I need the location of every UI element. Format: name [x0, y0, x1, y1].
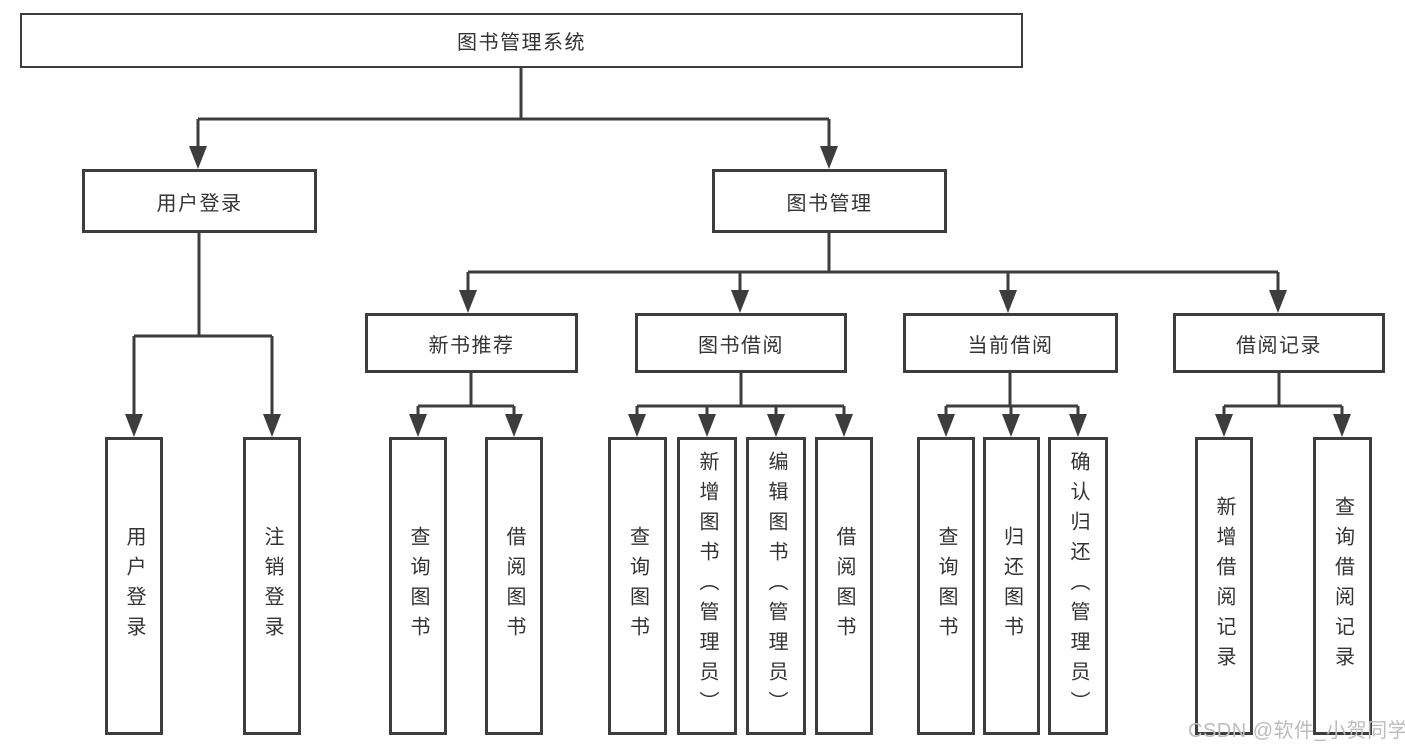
leaf-logout: 注销登录 — [243, 437, 301, 735]
leaf-newbook-borrow-books: 借阅图书 — [485, 437, 543, 735]
leaf-add-borrow-record-label: 新增借阅记录 — [1213, 496, 1235, 676]
leaf-add-book-admin: 新增图书（管理员） — [677, 437, 737, 735]
leaf-current-query-books: 查询图书 — [917, 437, 975, 735]
leaf-query-borrow-record-label: 查询借阅记录 — [1331, 496, 1354, 676]
leaf-edit-book-admin: 编辑图书（管理员） — [746, 437, 806, 735]
node-root-label: 图书管理系统 — [457, 32, 586, 54]
connector-borrow-records-children — [1222, 373, 1344, 416]
leaf-add-book-admin-label: 新增图书（管理员） — [696, 451, 718, 721]
node-current-borrow-label: 当前借阅 — [967, 334, 1054, 357]
leaf-borrow-borrow-books-label: 借阅图书 — [833, 526, 855, 646]
node-new-book-rec-label: 新书推荐 — [428, 334, 515, 357]
connector-current-borrow-children — [944, 373, 1080, 416]
leaf-user-login-label: 用户登录 — [123, 526, 145, 646]
node-user-login-label: 用户登录 — [156, 192, 243, 215]
node-book-mgmt-label: 图书管理 — [786, 192, 873, 215]
node-borrow-records: 借阅记录 — [1173, 313, 1385, 373]
leaf-confirm-return-admin-label: 确认归还（管理员） — [1067, 451, 1089, 721]
connector-new-book-children — [416, 373, 516, 416]
node-book-borrow-label: 图书借阅 — [698, 334, 784, 357]
leaf-user-login: 用户登录 — [105, 437, 163, 735]
node-book-borrow: 图书借阅 — [635, 313, 847, 373]
node-user-login: 用户登录 — [82, 169, 317, 233]
arrowheads-current-borrow-children — [937, 414, 1087, 437]
leaf-return-books: 归还图书 — [983, 437, 1040, 735]
arrowheads-user-login-children — [125, 414, 281, 437]
connector-book-mgmt-children — [466, 233, 1280, 292]
arrowheads-book-borrow-children — [628, 414, 853, 437]
node-borrow-records-label: 借阅记录 — [1236, 334, 1322, 357]
watermark: CSDN @软件_小贺同学 — [1188, 720, 1405, 742]
node-root: 图书管理系统 — [20, 13, 1023, 68]
connector-user-login-children — [132, 233, 274, 416]
leaf-borrow-borrow-books: 借阅图书 — [815, 437, 873, 735]
leaf-confirm-return-admin: 确认归还（管理员） — [1048, 437, 1108, 735]
leaf-return-books-label: 归还图书 — [1000, 526, 1023, 646]
leaf-borrow-query-books: 查询图书 — [608, 437, 667, 735]
leaf-newbook-query-books-label: 查询图书 — [407, 526, 429, 646]
node-book-mgmt: 图书管理 — [712, 169, 947, 233]
leaf-current-query-books-label: 查询图书 — [935, 526, 957, 646]
node-new-book-rec: 新书推荐 — [365, 313, 578, 373]
leaf-query-borrow-record: 查询借阅记录 — [1313, 437, 1372, 735]
leaf-add-borrow-record: 新增借阅记录 — [1195, 437, 1253, 735]
node-current-borrow: 当前借阅 — [903, 313, 1118, 373]
connector-root-to-level2 — [196, 68, 831, 148]
arrowheads-borrow-records-children — [1215, 414, 1351, 437]
arrowheads-level2 — [189, 146, 838, 169]
connector-book-borrow-children — [635, 373, 846, 416]
leaf-edit-book-admin-label: 编辑图书（管理员） — [765, 451, 787, 721]
leaf-newbook-borrow-books-label: 借阅图书 — [503, 526, 525, 646]
leaf-newbook-query-books: 查询图书 — [389, 437, 447, 735]
arrowheads-new-book-children — [409, 414, 523, 437]
leaf-borrow-query-books-label: 查询图书 — [626, 526, 649, 646]
arrowheads-book-mgmt-children — [459, 290, 1287, 313]
leaf-logout-label: 注销登录 — [261, 526, 283, 646]
